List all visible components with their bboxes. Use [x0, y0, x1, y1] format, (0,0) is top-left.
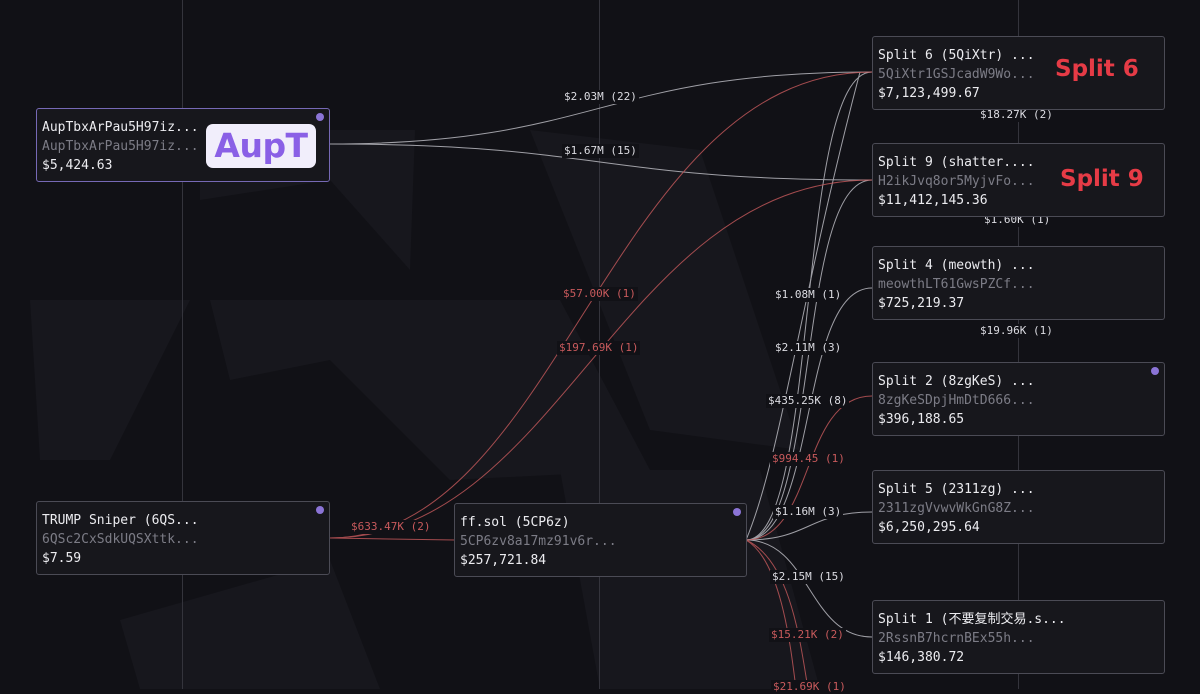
flow-label: $15.21K (2)	[769, 628, 846, 642]
status-dot-icon	[733, 508, 741, 516]
node-address: 5QiXtr1GSJcadW9Wo...	[878, 67, 1035, 82]
flow-label: $2.03M (22)	[562, 90, 639, 104]
node-address: meowthLT61GwsPZCf...	[878, 277, 1035, 292]
node-address: 6QSc2CxSdkUQSXttk...	[42, 532, 199, 547]
watermark-shape	[210, 300, 650, 480]
split-9-callout: Split 9	[1060, 166, 1144, 192]
aupt-annotation-badge: AupT	[206, 124, 316, 168]
node-balance: $725,219.37	[878, 296, 965, 311]
node-address: 2311zgVvwvWkGnG8Z...	[878, 501, 1035, 516]
node-name: AupTbxArPau5H97iz...	[42, 120, 199, 135]
watermark-shape	[30, 300, 190, 460]
node-address: 5CP6zv8a17mz91v6r...	[460, 534, 617, 549]
flow-label: $197.69K (1)	[557, 341, 641, 355]
node-balance: $6,250,295.64	[878, 520, 980, 535]
flow-label: $633.47K (2)	[349, 520, 433, 534]
node-name: TRUMP Sniper (6QS...	[42, 513, 199, 528]
status-dot-icon	[1151, 367, 1159, 375]
node-name: Split 6 (5QiXtr) ...	[878, 48, 1035, 63]
flow-label: $1.16M (3)	[773, 505, 844, 519]
flow-label: $2.11M (3)	[773, 341, 844, 355]
wallet-node-ff-sol[interactable]: ff.sol (5CP6z) 5CP6zv8a17mz91v6r... $257…	[454, 503, 747, 577]
node-address: 2RssnB7hcrnBEx55h...	[878, 631, 1035, 646]
wallet-node-split-6[interactable]: Split 6 (5QiXtr) ... 5QiXtr1GSJcadW9Wo..…	[872, 36, 1165, 110]
node-balance: $7,123,499.67	[878, 86, 980, 101]
wallet-node-split-5[interactable]: Split 5 (2311zg) ... 2311zgVvwvWkGnG8Z..…	[872, 470, 1165, 544]
node-name: Split 5 (2311zg) ...	[878, 482, 1035, 497]
wallet-node-split-4[interactable]: Split 4 (meowth) ... meowthLT61GwsPZCf..…	[872, 246, 1165, 320]
node-balance: $257,721.84	[460, 553, 547, 568]
node-balance: $7.59	[42, 551, 82, 566]
node-name: Split 4 (meowth) ...	[878, 258, 1035, 273]
node-balance: $11,412,145.36	[878, 193, 988, 208]
wallet-node-split-2[interactable]: Split 2 (8zgKeS) ... 8zgKeSDpjHmDtD666..…	[872, 362, 1165, 436]
node-address: AupTbxArPau5H97iz...	[42, 139, 199, 154]
node-name: Split 2 (8zgKeS) ...	[878, 374, 1035, 389]
flow-label: $19.96K (1)	[978, 324, 1055, 338]
watermark-shape	[120, 560, 380, 689]
flow-label: $1.67M (15)	[562, 144, 639, 158]
node-address: 8zgKeSDpjHmDtD666...	[878, 393, 1035, 408]
node-name: ff.sol (5CP6z)	[460, 515, 570, 530]
flow-label: $21.69K (1)	[771, 680, 848, 694]
flow-label: $57.00K (1)	[561, 287, 638, 301]
wallet-node-split-1[interactable]: Split 1 (不要复制交易.s... 2RssnB7hcrnBEx55h..…	[872, 600, 1165, 674]
node-name: Split 9 (shatter....	[878, 155, 1035, 170]
flow-label: $2.15M (15)	[770, 570, 847, 584]
flow-label: $1.08M (1)	[773, 288, 844, 302]
status-dot-icon	[316, 113, 324, 121]
node-address: H2ikJvq8or5MyjvFo...	[878, 174, 1035, 189]
wallet-node-trump-sniper[interactable]: TRUMP Sniper (6QS... 6QSc2CxSdkUQSXttk..…	[36, 501, 330, 575]
status-dot-icon	[316, 506, 324, 514]
flow-label: $18.27K (2)	[978, 108, 1055, 122]
flow-label: $994.45 (1)	[770, 452, 847, 466]
split-6-callout: Split 6	[1055, 56, 1139, 82]
wallet-node-split-9[interactable]: Split 9 (shatter.... H2ikJvq8or5MyjvFo..…	[872, 143, 1165, 217]
node-name: Split 1 (不要复制交易.s...	[878, 612, 1066, 627]
node-balance: $146,380.72	[878, 650, 965, 665]
node-balance: $396,188.65	[878, 412, 965, 427]
flow-label: $435.25K (8)	[766, 394, 850, 408]
node-balance: $5,424.63	[42, 158, 113, 173]
